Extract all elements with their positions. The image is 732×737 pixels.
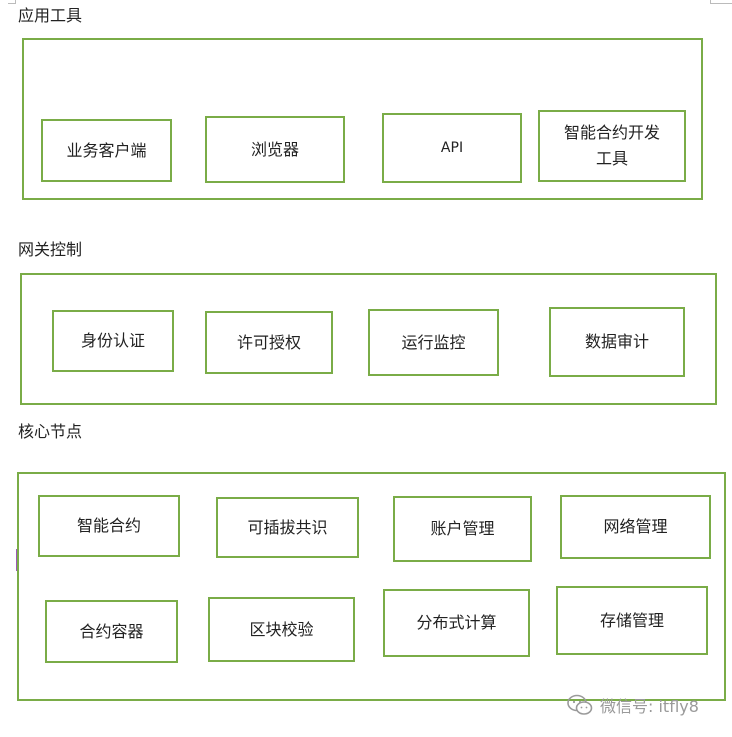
node-distributed-compute: 分布式计算 (383, 589, 530, 657)
node-contract-container: 合约容器 (45, 600, 178, 663)
group-apps (22, 38, 703, 200)
node-smart-contract-dev-tools: 智能合约开发 工具 (538, 110, 686, 182)
node-api: API (382, 113, 522, 183)
node-data-audit: 数据审计 (549, 307, 685, 377)
node-identity-auth: 身份认证 (52, 310, 174, 372)
section-label-core: 核心节点 (18, 422, 83, 441)
watermark-text: 微信号: itfly8 (600, 697, 699, 716)
node-account-management: 账户管理 (393, 496, 532, 562)
node-block-verification: 区块校验 (208, 597, 355, 662)
node-smart-contract: 智能合约 (38, 495, 180, 557)
page-corner-mark-right (710, 0, 732, 4)
node-pluggable-consensus: 可插拔共识 (216, 497, 359, 558)
node-business-client: 业务客户端 (41, 119, 172, 182)
section-label-apps: 应用工具 (18, 6, 83, 25)
group-core (17, 472, 726, 701)
node-permission-grant: 许可授权 (205, 311, 333, 374)
section-label-gateway: 网关控制 (18, 240, 83, 259)
wechat-watermark: 微信号: itfly8 (566, 692, 699, 718)
node-network-management: 网络管理 (560, 495, 711, 559)
node-browser: 浏览器 (205, 116, 345, 183)
node-storage-management: 存储管理 (556, 586, 708, 655)
group-gateway (20, 273, 717, 405)
wechat-icon (567, 694, 593, 715)
node-runtime-monitor: 运行监控 (368, 309, 499, 376)
page-corner-mark-left (8, 0, 16, 4)
